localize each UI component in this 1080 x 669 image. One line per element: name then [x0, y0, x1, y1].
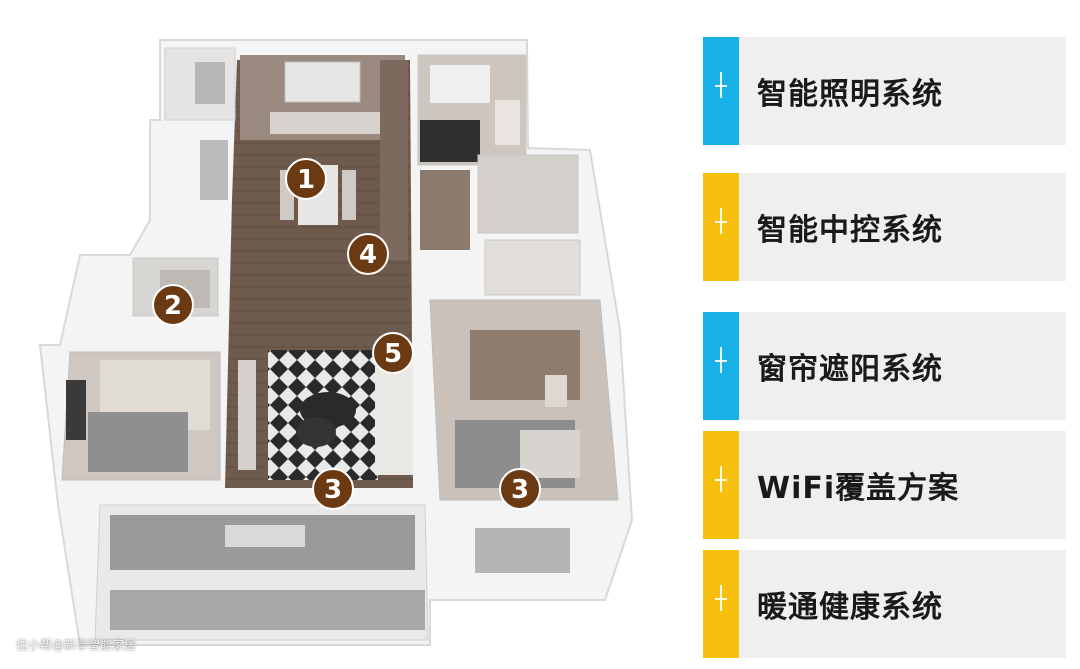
legend-label-lighting: 智能照明系统 [757, 77, 943, 112]
legend-item-hvac[interactable]: 暖通健康系统 [703, 550, 1066, 658]
legend-label-hvac: 暖通健康系统 [757, 590, 943, 625]
marker-2-label: 2 [164, 291, 182, 321]
marker-1-label: 1 [297, 165, 315, 195]
marker-1[interactable]: 1 [285, 158, 327, 200]
legend-label-wifi: WiFi覆盖方案 [757, 471, 960, 506]
top-left-room [164, 47, 236, 200]
legend-label-curtain: 窗帘遮阳系统 [757, 352, 943, 387]
top-right-bedroom [417, 54, 527, 166]
legend-stripe-yellow-2 [703, 431, 739, 539]
legend-label-control: 智能中控系统 [757, 213, 943, 248]
right-bathrooms [420, 154, 581, 296]
marker-2[interactable]: 2 [152, 284, 194, 326]
marker-4-label: 4 [359, 240, 377, 270]
legend-item-lighting[interactable]: 智能照明系统 [703, 37, 1066, 145]
right-bedroom [429, 299, 619, 501]
marker-3-living[interactable]: 3 [312, 468, 354, 510]
marker-4[interactable]: 4 [347, 233, 389, 275]
legend-stripe-yellow-3 [703, 550, 739, 658]
marker-3-bedroom-label: 3 [511, 475, 529, 505]
marker-3-living-label: 3 [324, 475, 342, 505]
floorplan-illustration: 1 2 3 3 4 5 [38, 39, 634, 646]
legend-stripe-blue [703, 37, 739, 145]
marker-5[interactable]: 5 [372, 332, 414, 374]
legend-item-wifi[interactable]: WiFi覆盖方案 [703, 431, 1066, 539]
legend-item-curtain[interactable]: 窗帘遮阳系统 [703, 312, 1066, 420]
legend-stripe-yellow [703, 173, 739, 281]
watermark: 住小帮@新享智能家居 [16, 638, 137, 652]
living-room-rug [238, 345, 413, 480]
legend-item-control[interactable]: 智能中控系统 [703, 173, 1066, 281]
left-bedroom [61, 351, 221, 481]
marker-5-label: 5 [384, 339, 402, 369]
balcony [94, 504, 570, 641]
legend-stripe-blue-2 [703, 312, 739, 420]
marker-3-bedroom[interactable]: 3 [499, 468, 541, 510]
